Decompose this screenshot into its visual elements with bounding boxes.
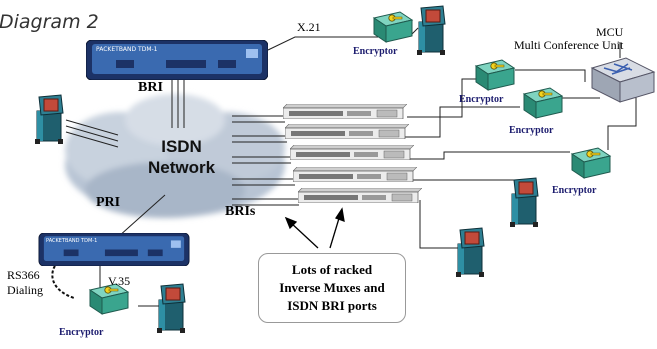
isdn-cloud [65, 94, 285, 218]
v35-label: V.35 [108, 274, 131, 288]
rack-unit-5 [298, 188, 422, 203]
encryptor-label-right-1: Encryptor [459, 94, 504, 105]
tdm-brand-bottom: PACKETBAND TDM-1 [46, 238, 98, 244]
encryptor-label-right-2: Encryptor [509, 125, 554, 136]
encryptor-right-1 [475, 59, 515, 91]
racked-muxes-note: Lots of racked Inverse Muxes and ISDN BR… [258, 253, 406, 323]
x21-label: X.21 [297, 20, 321, 34]
encryptor-label-right-3: Encryptor [552, 185, 597, 196]
rack-unit-4 [293, 167, 417, 182]
dialing-label: Dialing [7, 283, 43, 297]
workstation-top [416, 5, 446, 56]
encryptor-right-2 [523, 87, 563, 119]
workstation-right-2 [455, 227, 485, 278]
cloud-line-1: ISDN [161, 137, 202, 156]
mcu-router [590, 57, 656, 103]
bri-label: BRI [138, 80, 163, 95]
encryptor-top [373, 11, 413, 43]
rack-unit-2 [285, 124, 409, 139]
connection-lines [65, 27, 637, 307]
encryptor-label-bottom: Encryptor [59, 327, 104, 338]
note-line-2: Inverse Muxes and [279, 280, 385, 295]
rs366-cable [51, 261, 75, 299]
rack-unit-3 [290, 145, 414, 160]
encryptor-right-3 [571, 147, 611, 179]
mcu-full-label: Multi Conference Unit [514, 38, 624, 52]
pri-label: PRI [96, 195, 121, 210]
isdn-network-label: ISDN Network [148, 136, 215, 178]
cloud-line-2: Network [148, 158, 216, 177]
rs366-label: RS366 [7, 268, 40, 282]
workstation-bottom [156, 283, 186, 334]
bris-label: BRIs [225, 204, 256, 219]
encryptor-label-top: Encryptor [353, 46, 398, 57]
note-line-3: ISDN BRI ports [287, 298, 377, 313]
callout-arrows [284, 207, 345, 249]
rack-stack [283, 104, 422, 203]
workstation-right-1 [509, 177, 539, 228]
rack-unit-1 [283, 104, 407, 119]
workstation-left [34, 94, 64, 145]
tdm-brand-top: PACKETBAND TDM-1 [96, 46, 158, 53]
diagram-title: Diagram 2 [0, 11, 99, 33]
mcu-label: MCU [596, 25, 624, 39]
note-line-1: Lots of racked [291, 262, 373, 277]
